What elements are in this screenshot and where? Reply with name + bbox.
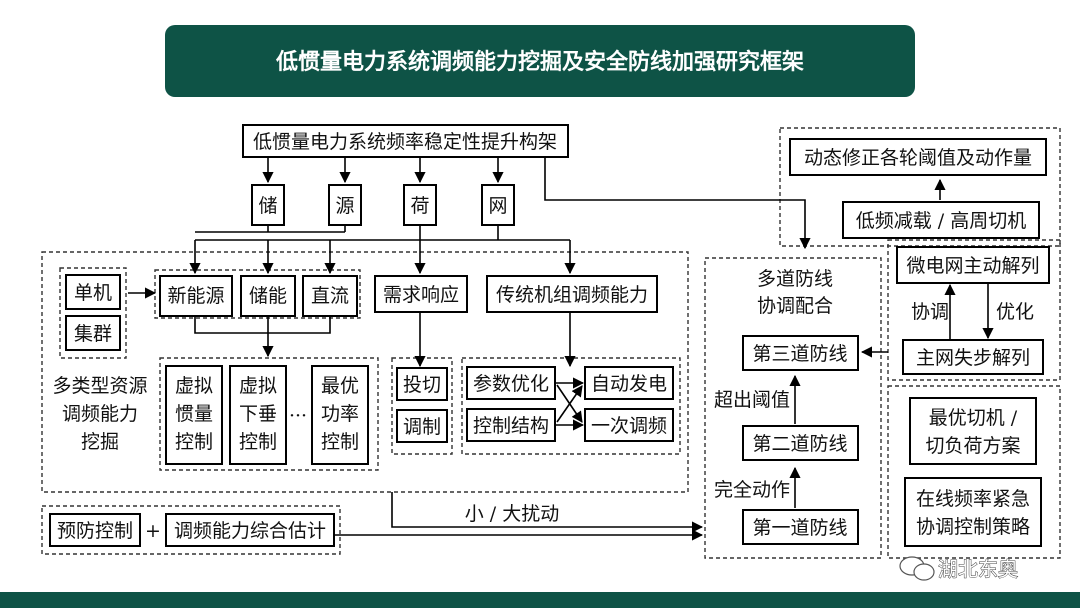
cluster-box xyxy=(65,315,121,351)
traditional-box xyxy=(486,275,658,313)
pillar-source-label: 源 xyxy=(335,195,354,217)
title-banner xyxy=(165,25,915,97)
bottom-left-outline xyxy=(41,505,341,555)
defense-title-line-2: 协调配合 xyxy=(757,295,833,317)
right-top-outline xyxy=(779,127,1061,247)
online-strategy-box xyxy=(904,477,1042,547)
traditional-label: 传统机组调频能力 xyxy=(496,284,648,306)
optimal-cut-line-1: 最优切机 / xyxy=(929,407,1018,429)
modulation-label: 调制 xyxy=(403,416,441,438)
optimal-power-line-1: 最优 xyxy=(321,375,359,397)
coordinate-label: 协调 xyxy=(911,301,949,323)
unit-group-outline xyxy=(59,267,127,359)
optimize-label: 优化 xyxy=(996,301,1034,323)
virtual-droop-box xyxy=(229,365,287,465)
dynamic-correction-box xyxy=(789,138,1047,176)
dc-box xyxy=(302,275,358,317)
third-defense-label: 第三道防线 xyxy=(752,343,847,365)
main-grid-label: 主网失步解列 xyxy=(916,347,1030,369)
capacity-estimate-label: 调频能力综合估计 xyxy=(174,520,326,542)
virtual-inertia-line-1: 虚拟 xyxy=(175,375,213,397)
low-freq-label: 低频减载 / 高周切机 xyxy=(856,210,1026,232)
optimal-power-line-2: 功率 xyxy=(321,403,359,425)
optimal-power-box xyxy=(311,365,369,465)
bottom-bar xyxy=(0,592,1080,608)
param-opt-label: 参数优化 xyxy=(473,373,549,395)
agc-label: 自动发电 xyxy=(591,373,667,395)
cluster-label: 集群 xyxy=(74,323,112,345)
agc-box xyxy=(584,366,674,400)
switching-label: 投切 xyxy=(403,374,441,396)
pillar-source xyxy=(328,184,362,226)
new-energy-box xyxy=(159,275,233,317)
exceed-threshold-label: 超出阈值 xyxy=(714,389,790,411)
storage-box xyxy=(240,275,296,317)
microgrid-box xyxy=(896,246,1050,284)
dc-label: 直流 xyxy=(311,285,349,307)
second-defense-box xyxy=(742,425,859,461)
ellipsis: ··· xyxy=(289,405,307,427)
pillar-grid xyxy=(481,184,515,226)
second-defense-label: 第二道防线 xyxy=(752,433,847,455)
virtual-inertia-line-3: 控制 xyxy=(175,431,213,453)
third-defense-box xyxy=(742,335,859,371)
page-title: 低惯量电力系统调频能力挖掘及安全防线加强研究框架 xyxy=(275,49,804,75)
switching-box xyxy=(396,367,448,401)
control-struct-label: 控制结构 xyxy=(473,415,549,437)
defense-title-line-1: 多道防线 xyxy=(757,268,833,290)
pillar-load-label: 荷 xyxy=(410,195,429,217)
demand-response-box xyxy=(374,275,468,313)
single-unit-label: 单机 xyxy=(74,282,112,304)
top-box xyxy=(242,124,569,158)
first-defense-box xyxy=(742,509,859,545)
disturbance-label: 小 / 大扰动 xyxy=(465,503,559,525)
pillar-storage-label: 储 xyxy=(258,195,277,217)
top-box-label: 低惯量电力系统频率稳定性提升构架 xyxy=(253,131,557,153)
single-unit-box xyxy=(65,274,121,310)
complete-action-label: 完全动作 xyxy=(714,479,790,501)
new-energy-label: 新能源 xyxy=(167,285,224,307)
pillar-load xyxy=(403,184,437,226)
microgrid-label: 微电网主动解列 xyxy=(906,255,1039,277)
primary-freq-box xyxy=(584,408,674,442)
virtual-control-outline xyxy=(159,357,379,471)
virtual-inertia-line-2: 惯量 xyxy=(175,403,213,425)
dynamic-correction-label: 动态修正各轮阈值及动作量 xyxy=(804,147,1032,169)
optimal-cut-box xyxy=(909,397,1037,465)
pillar-grid-label: 网 xyxy=(488,195,507,217)
online-strategy-line-1: 在线频率紧急 xyxy=(916,488,1030,510)
wechat-icon xyxy=(899,556,935,581)
section-label-line-2: 调频能力 xyxy=(62,403,138,425)
control-struct-box xyxy=(466,408,556,442)
optimal-power-line-3: 控制 xyxy=(321,431,359,453)
storage-label: 储能 xyxy=(249,285,287,307)
plus-sign: + xyxy=(145,520,161,542)
pillar-storage xyxy=(251,184,285,226)
right-mid-outline xyxy=(887,239,1061,381)
optimal-cut-line-2: 切负荷方案 xyxy=(925,435,1020,457)
demand-response-label: 需求响应 xyxy=(383,284,459,306)
prevent-control-box xyxy=(49,513,141,547)
virtual-droop-line-3: 控制 xyxy=(239,431,277,453)
capacity-estimate-box xyxy=(165,513,335,547)
connectors xyxy=(128,157,994,541)
defense-outline xyxy=(704,257,882,559)
prevent-control-label: 预防控制 xyxy=(57,520,133,542)
main-grid-box xyxy=(902,339,1044,375)
virtual-droop-line-2: 下垂 xyxy=(239,403,277,425)
section-label-line-3: 挖掘 xyxy=(81,431,119,453)
watermark-text: 湖北东奥 xyxy=(938,557,1018,581)
modulation-box xyxy=(396,409,448,443)
right-bottom-outline xyxy=(887,385,1061,559)
left-section-outline xyxy=(41,251,689,493)
low-freq-box xyxy=(842,201,1040,239)
virtual-droop-line-1: 虚拟 xyxy=(239,375,277,397)
first-defense-label: 第一道防线 xyxy=(752,517,847,539)
online-strategy-line-2: 协调控制策略 xyxy=(916,516,1030,538)
primary-freq-label: 一次调频 xyxy=(591,415,667,437)
section-label-line-1: 多类型资源 xyxy=(52,375,147,397)
virtual-inertia-box xyxy=(165,365,223,465)
param-opt-box xyxy=(466,366,556,400)
